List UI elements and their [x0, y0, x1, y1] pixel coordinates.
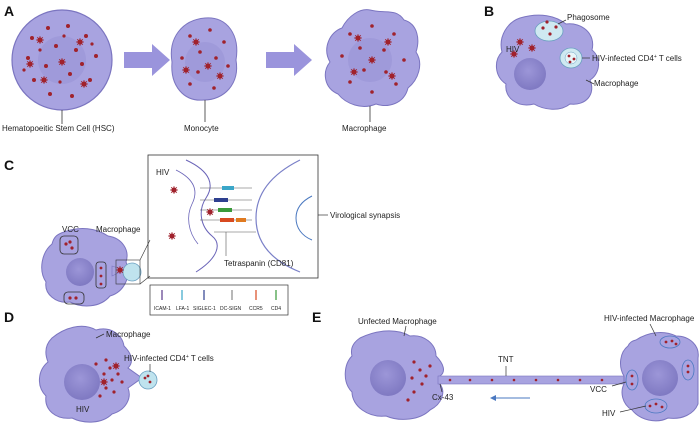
synapse-inset	[147, 154, 319, 279]
hiv-e-pointer	[619, 405, 647, 413]
infected-e-label: HIV-infected Macrophage	[604, 314, 695, 323]
uninfected-pointer	[403, 325, 407, 337]
infected-b-label: HIV-infected CD4+ T cells	[592, 54, 682, 63]
hsc-label: Hematopoeitic Stem Cell (HSC)	[2, 124, 115, 133]
hiv-e-label: HIV	[602, 409, 616, 418]
legend-dcsign: DC-SIGN	[220, 306, 242, 312]
macrophage-b-label: Macrophage	[594, 79, 639, 88]
macrophage-c-label: Macrophage	[96, 225, 141, 234]
panel-label-a: A	[4, 3, 14, 19]
macrophage-d-label: Macrophage	[106, 330, 151, 339]
macrophage-d-pointer	[95, 333, 105, 339]
macrophage-a-label: Macrophage	[342, 124, 387, 133]
monocyte-label: Monocyte	[184, 124, 219, 133]
legend-ccr5: CCR5	[249, 306, 263, 312]
macrophage-cell-a	[324, 9, 421, 107]
macrophage-cell-d	[39, 325, 158, 423]
zoom-line-bottom	[139, 275, 151, 285]
legend-lfa1: LFA-1	[176, 306, 190, 312]
arrow-hsc-to-monocyte	[124, 44, 170, 76]
macrophage-cell-c	[41, 228, 142, 307]
cx43-label: Cx-43	[432, 393, 454, 402]
zoom-line-top	[139, 239, 151, 261]
panel-label-d: D	[4, 309, 14, 325]
synapse-label: Virological synapsis	[330, 211, 400, 220]
macrophage-b-pointer	[585, 79, 595, 85]
hiv-b-label: HIV	[506, 45, 520, 54]
vcc-e-pointer	[611, 381, 627, 387]
hiv-c-label: HIV	[156, 168, 170, 177]
cx43-pointer	[439, 383, 443, 393]
uninfected-label: Unfected Macrophage	[358, 317, 437, 326]
infected-e-pointer	[649, 323, 657, 337]
monocyte-cell	[170, 17, 238, 101]
phagosome-label: Phagosome	[567, 13, 610, 22]
macrophage-cell-b	[496, 14, 599, 110]
panel-label-c: C	[4, 157, 14, 173]
panel-label-e: E	[312, 309, 321, 325]
legend-cd4: CD4	[271, 306, 281, 312]
legend-siglec1: SIGLEC-1	[193, 306, 216, 312]
hsc-cell	[11, 9, 113, 111]
arrow-monocyte-to-macrophage	[266, 44, 312, 76]
legend-icam1: ICAM-1	[154, 306, 171, 312]
uninfected-macrophage-e	[344, 330, 444, 420]
vcc-c-label: VCC	[62, 225, 79, 234]
hiv-d-label: HIV	[76, 405, 90, 414]
tnt-label: TNT	[498, 355, 514, 364]
infected-macrophage-e	[620, 332, 699, 422]
vcc-e-label: VCC	[590, 385, 607, 394]
tetraspanin-label: Tetraspanin (CD81)	[224, 259, 294, 268]
infected-d-label: HIV-infected CD4+ T cells	[124, 354, 214, 363]
phagosome-pointer	[557, 19, 567, 25]
legend-box: ICAM-1 LFA-1 SIGLEC-1 DC-SIGN CCR5 CD4	[149, 284, 289, 316]
panel-label-b: B	[484, 3, 494, 19]
